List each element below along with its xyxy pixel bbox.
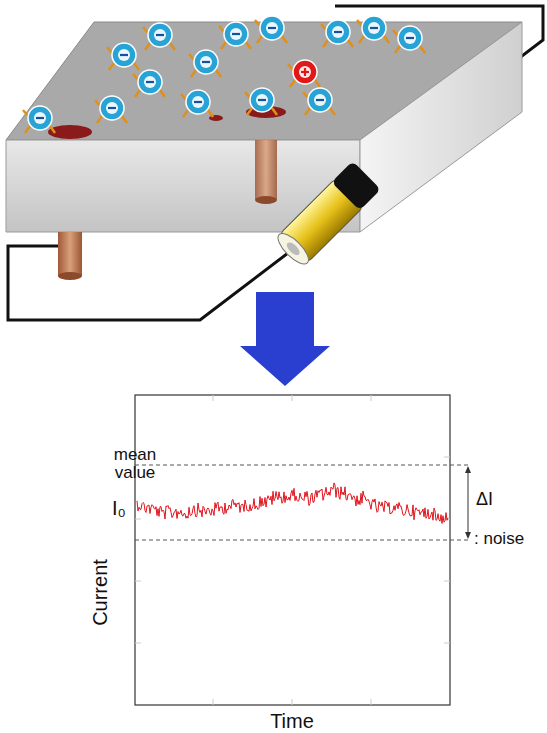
slab-side [360,22,522,232]
y-axis-title: Current [89,559,110,626]
battery [273,161,380,268]
electrode [255,140,277,200]
plot-frame [135,395,450,705]
mean-value-label: mean value [106,446,164,482]
electrode [58,232,82,276]
noise-amplitude-label: ΔI [476,490,493,509]
noise-arrow [465,466,471,539]
electrode-pad [48,125,92,139]
down-arrow [240,292,330,386]
electrode [58,272,82,280]
upper-bound-line [135,465,470,466]
axis-ticks [135,395,450,705]
lower-bound-line [135,540,470,541]
current-trace [137,483,448,524]
electrode [255,196,277,204]
noise-label: : noise [474,530,524,548]
mean-symbol: I₀ [112,498,126,519]
carriers [23,16,425,133]
x-axis-title: Time [270,711,314,732]
